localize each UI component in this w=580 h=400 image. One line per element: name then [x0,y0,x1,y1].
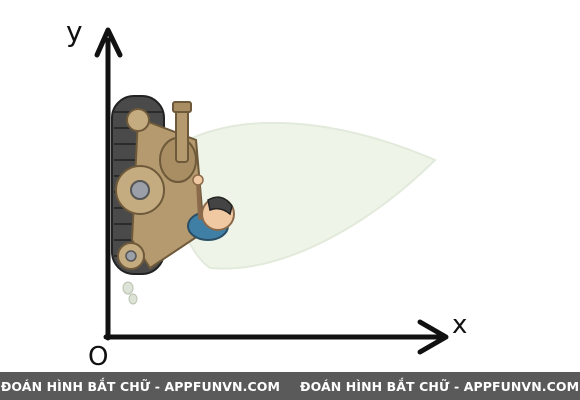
x-axis-label: x [452,310,468,340]
exhaust-cloud [168,121,437,270]
origin-label: O [88,342,109,372]
puzzle-image [94,27,449,355]
tank-icon [111,95,235,305]
watermark-text-left: ĐOÁN HÌNH BẮT CHỮ - APPFUNVN.COM [0,378,280,394]
watermark-bar: ĐOÁN HÌNH BẮT CHỮ - APPFUNVN.COM ĐOÁN HÌ… [0,372,580,400]
y-axis-label: y [66,15,83,48]
watermark-text-right: ĐOÁN HÌNH BẮT CHỮ - APPFUNVN.COM [300,378,580,394]
coordinate-axes [94,27,449,355]
